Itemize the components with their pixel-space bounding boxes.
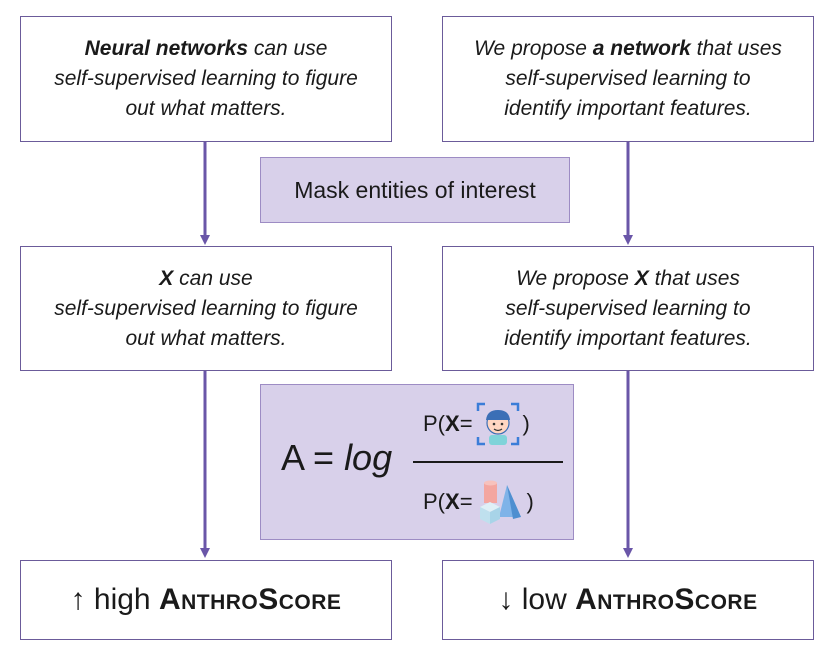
high-label: high	[85, 583, 159, 616]
right-masked-prefix: We propose	[516, 266, 635, 290]
numerator-p: P(	[423, 411, 445, 436]
right-masked-sentence-box: We propose X that uses self-supervised l…	[442, 246, 814, 371]
numerator-close: )	[522, 411, 530, 436]
left-masked-entity: X	[159, 266, 174, 290]
denominator-eq: =	[459, 489, 473, 514]
formula-box: A = log P(X = ) P(X = )	[260, 384, 574, 540]
right-original-sentence-box: We propose a network that uses self-supe…	[442, 16, 814, 142]
denominator-close: )	[526, 489, 534, 514]
mask-step-box: Mask entities of interest	[260, 157, 570, 223]
numerator-eq: =	[459, 411, 473, 436]
right-original-line1: that uses	[690, 37, 782, 60]
left-original-sentence-box: Neural networks can use self-supervised …	[20, 16, 392, 142]
anthroscore-label-left: AnthroScore	[158, 583, 342, 616]
left-masked-line1: can use	[173, 266, 253, 290]
formula-lhs: A = log	[281, 437, 392, 479]
formula-a-equals: A =	[281, 437, 345, 478]
formula-numerator: P(X = )	[423, 401, 530, 447]
down-arrow-icon: ↓	[498, 583, 514, 616]
formula-denominator: P(X = )	[423, 477, 534, 527]
right-masked-line2: self-supervised learning to	[505, 296, 751, 320]
left-original-line1: can use	[248, 37, 328, 60]
right-masked-line3: identify important features.	[504, 326, 752, 350]
left-original-line2: self-supervised learning to figure	[54, 67, 358, 90]
high-score-box: ↑ high AnthroScore	[20, 560, 392, 640]
right-original-prefix: We propose	[474, 37, 593, 60]
right-original-line2: self-supervised learning to	[505, 67, 751, 90]
right-original-entity: a network	[592, 37, 691, 60]
left-original-line3: out what matters.	[125, 97, 287, 120]
right-original-line3: identify important features.	[504, 97, 752, 120]
numerator-var: X	[445, 411, 460, 436]
right-masked-entity: X	[634, 266, 649, 290]
fraction-bar	[413, 461, 563, 463]
denominator-p: P(	[423, 489, 445, 514]
left-masked-sentence-box: X can use self-supervised learning to fi…	[20, 246, 392, 371]
anthroscore-label-right: AnthroScore	[575, 583, 758, 616]
left-masked-line3: out what matters.	[125, 326, 287, 350]
mask-step-label: Mask entities of interest	[294, 176, 536, 203]
left-original-entity: Neural networks	[84, 37, 248, 60]
up-arrow-icon: ↑	[70, 583, 86, 616]
right-masked-line1: that uses	[648, 266, 740, 290]
left-masked-line2: self-supervised learning to figure	[54, 296, 358, 320]
low-label: low	[513, 583, 576, 616]
person-face-icon	[476, 402, 519, 446]
formula-log: log	[344, 437, 393, 478]
geometric-objects-icon	[479, 480, 521, 524]
denominator-var: X	[445, 489, 460, 514]
low-score-box: ↓ low AnthroScore	[442, 560, 814, 640]
